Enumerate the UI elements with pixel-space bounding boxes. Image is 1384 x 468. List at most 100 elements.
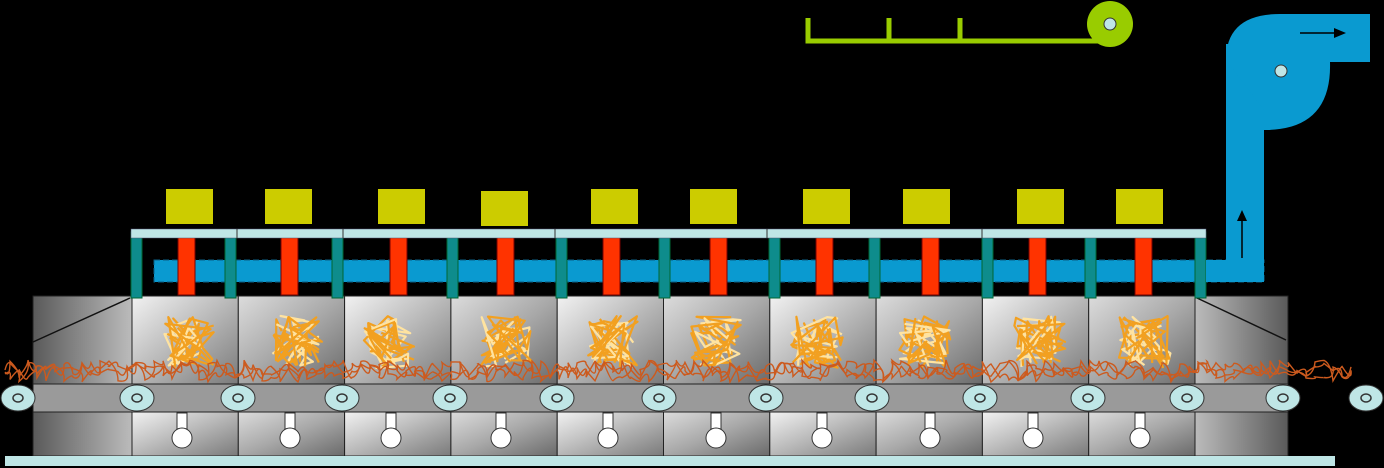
burner-box (265, 189, 312, 224)
bulb-stem (495, 412, 507, 430)
exhaust-arrowhead (1334, 28, 1346, 38)
heater-element-icon (280, 236, 299, 296)
bulb-globe (171, 427, 193, 449)
flame-stroke (907, 317, 937, 367)
bulb-icon (919, 412, 941, 449)
roller-icon (641, 384, 677, 412)
bulb-stem (284, 412, 296, 430)
damper-post (331, 231, 344, 299)
roller-hub (1360, 393, 1372, 403)
flame-stroke (692, 320, 739, 367)
roller-icon (0, 384, 36, 412)
roller-hub (336, 393, 348, 403)
bulb-stem (1134, 412, 1146, 430)
roller-icon (748, 384, 784, 412)
flame-stroke (591, 315, 627, 364)
flame-stroke (485, 315, 532, 364)
flame-stroke (277, 316, 318, 369)
roller-icon (1348, 384, 1384, 412)
flame-icon (587, 315, 639, 369)
bulb-globe (279, 427, 301, 449)
roller-hub (12, 393, 24, 403)
bulb-globe (705, 427, 727, 449)
web-strand (4, 358, 1352, 384)
lower-entry-block (32, 411, 133, 457)
roller-hub (1181, 393, 1193, 403)
heater-element-icon (602, 236, 621, 296)
flame-stroke (1122, 332, 1149, 359)
flame-stroke (795, 315, 835, 362)
bulb-stem (385, 412, 397, 430)
damper-post (1084, 231, 1097, 299)
bulb-row (171, 412, 1151, 449)
damper-post (555, 231, 568, 299)
flame-stroke (489, 326, 531, 361)
bulb-icon (279, 412, 301, 449)
roller-body (220, 384, 256, 412)
burner-box (903, 189, 950, 224)
bulb-icon (597, 412, 619, 449)
damper-post (1194, 231, 1207, 299)
roller-hub (760, 393, 772, 403)
roller-icon (854, 384, 890, 412)
flame-icon (1013, 315, 1067, 367)
product-web (4, 358, 1352, 385)
heater-element-icon (709, 236, 728, 296)
bulb-icon (171, 412, 193, 449)
roller-body (324, 384, 360, 412)
roller-hub (653, 393, 665, 403)
damper-post (658, 231, 671, 299)
flame-stroke (898, 327, 948, 365)
burner-box (803, 189, 850, 224)
roller-body (1169, 384, 1205, 412)
roller-hub (866, 393, 878, 403)
lower-exit-block (1194, 411, 1289, 457)
roller-body (748, 384, 784, 412)
damper-post (224, 231, 237, 299)
bulb-globe (597, 427, 619, 449)
flame-stroke (363, 322, 401, 359)
roller-body (1265, 384, 1301, 412)
damper-post (981, 231, 994, 299)
flame-icon (690, 315, 742, 367)
rail-bar (130, 228, 1207, 239)
roller-icon (1169, 384, 1205, 412)
heater-element-icon (921, 236, 940, 296)
roller-hub (974, 393, 986, 403)
bulb-globe (1022, 427, 1044, 449)
roller-hub (131, 393, 143, 403)
roller-icon (119, 384, 155, 412)
heater-element-icon (177, 236, 196, 296)
roller-hub (444, 393, 456, 403)
heater-element-icon (815, 236, 834, 296)
damper-post (768, 231, 781, 299)
roller-body (854, 384, 890, 412)
flame-stroke (693, 317, 741, 367)
fan-hub (1274, 64, 1288, 78)
damper-post (446, 231, 459, 299)
flame-stroke (591, 315, 626, 368)
roller-icon (539, 384, 575, 412)
gas-blower-hub (1103, 17, 1117, 31)
bulb-stem (710, 412, 722, 430)
bulb-icon (380, 412, 402, 449)
roller-hub (232, 393, 244, 403)
bulb-stem (602, 412, 614, 430)
roller-hub (551, 393, 563, 403)
roller-body (539, 384, 575, 412)
roller-icon (962, 384, 998, 412)
bulb-stem (924, 412, 936, 430)
flame-stroke (1016, 319, 1066, 363)
flame-icon (271, 314, 323, 369)
bulb-globe (380, 427, 402, 449)
burner-box (591, 189, 638, 224)
flame-stroke (905, 320, 949, 362)
roller-body (432, 384, 468, 412)
bulb-stem (816, 412, 828, 430)
roller-icon (324, 384, 360, 412)
roller-body (0, 384, 36, 412)
exhaust-fan-assembly (1206, 14, 1370, 282)
conveyor-rollers (0, 384, 1384, 412)
web-strand (4, 358, 1352, 384)
